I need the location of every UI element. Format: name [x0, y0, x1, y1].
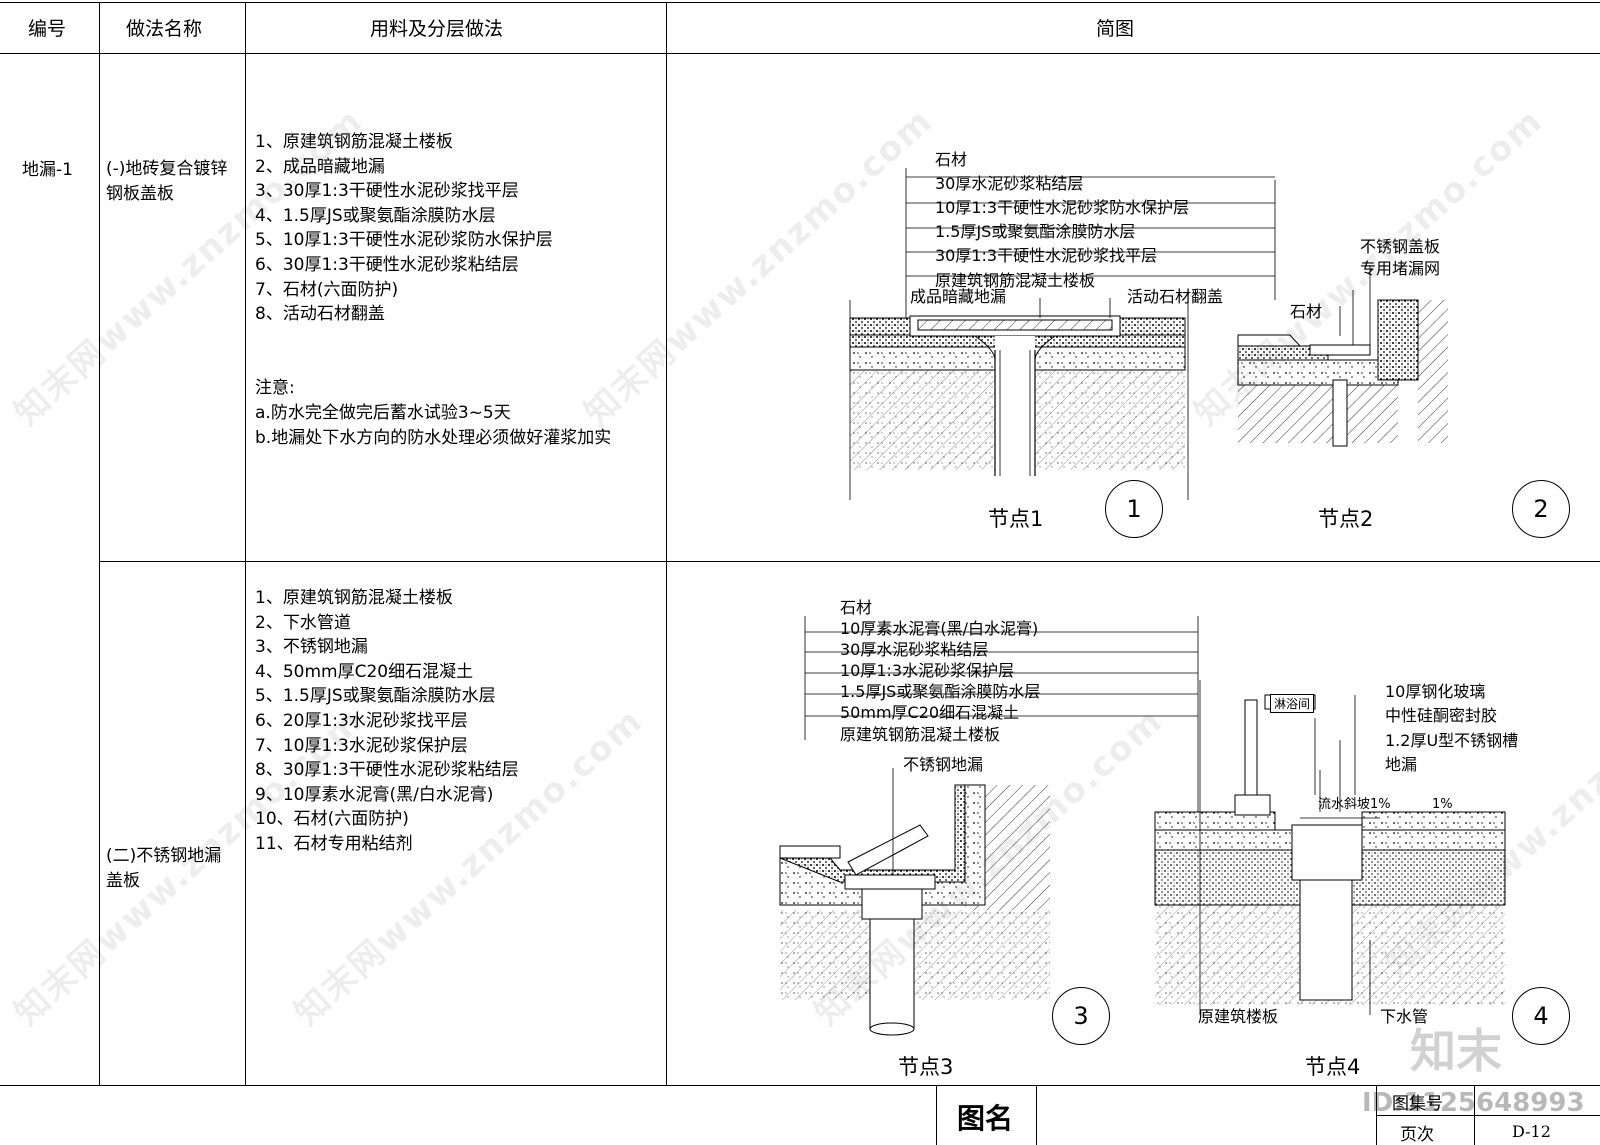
node4-label-drain: 地漏 [1385, 755, 1418, 774]
node1-number: 1 [1105, 480, 1163, 538]
id-stamp: ID:1125648993 [1362, 1088, 1585, 1118]
header-col-code: 编号 [28, 18, 67, 40]
page-label: 页次 [1400, 1125, 1434, 1145]
node4-label-slab: 原建筑楼板 [1198, 1007, 1279, 1026]
col-divider-2 [245, 2, 246, 1085]
node1-label-stone: 石材 [935, 150, 968, 169]
node3-label-bond: 30厚水泥砂浆粘结层 [840, 640, 989, 659]
footer-divider-1 [936, 1085, 937, 1145]
node2-number: 2 [1512, 480, 1570, 538]
layer-item: 8、活动石材翻盖 [255, 304, 385, 325]
node4-label-sealant: 中性硅酮密封胶 [1385, 706, 1498, 725]
node2-label-cover: 不锈钢盖板 [1360, 237, 1441, 256]
row2-layer-list: 1、原建筑钢筋混凝土楼板 2、下水管道 3、不锈钢地漏 4、50mm厚C20细石… [255, 586, 519, 857]
node3-number: 3 [1052, 987, 1110, 1045]
note-a: a.防水完全做完后蓄水试验3~5天 [255, 403, 511, 423]
node1-label-drain: 成品暗藏地漏 [910, 287, 1007, 306]
node4-slope-label: 流水斜坡1% [1318, 797, 1391, 812]
node3-title: 节点3 [898, 1055, 954, 1079]
node3-label-stone: 石材 [840, 598, 873, 617]
drawing-name-label: 图名 [957, 1102, 1014, 1135]
node1-drawing [849, 168, 1276, 500]
layer-item: 8、30厚1:3干硬性水泥砂浆粘结层 [255, 760, 519, 781]
node4-title: 节点4 [1305, 1055, 1361, 1079]
layer-item: 5、1.5厚JS或聚氨酯涂膜防水层 [255, 686, 496, 707]
row1-layer-list: 1、原建筑钢筋混凝土楼板 2、成品暗藏地漏 3、30厚1:3干硬性水泥砂浆找平层… [255, 130, 553, 327]
layer-item: 4、1.5厚JS或聚氨酯涂膜防水层 [255, 205, 496, 226]
node3-label-slab: 原建筑钢筋混凝土楼板 [840, 725, 1001, 744]
layer-item: 9、10厚素水泥膏(黑/白水泥膏) [255, 784, 494, 805]
node2-drawing [1237, 265, 1448, 447]
node4-label-pipe: 下水管 [1380, 1007, 1429, 1026]
row2-name-line2: 盖板 [106, 871, 140, 891]
atlas-number-label: 图集号 [1392, 1094, 1443, 1114]
note-b: b.地漏处下水方向的防水处理必须做好灌浆加实 [255, 428, 612, 448]
layer-item: 2、下水管道 [255, 612, 351, 633]
header-col-diagram: 简图 [1096, 18, 1135, 40]
layer-item: 11、石材专用粘结剂 [255, 833, 413, 854]
node3-label-protect: 10厚1:3水泥砂浆保护层 [840, 661, 1015, 680]
node1-title: 节点1 [988, 507, 1044, 531]
node4-slope-label-2: 1% [1432, 797, 1453, 812]
node1-label-cover: 活动石材翻盖 [1127, 287, 1224, 306]
node2-label-stone: 石材 [1290, 302, 1323, 321]
layer-item: 4、50mm厚C20细石混凝土 [255, 661, 474, 682]
layer-item: 1、原建筑钢筋混凝土楼板 [255, 588, 453, 608]
node2-label-net: 专用堵漏网 [1360, 259, 1441, 278]
node4-label-channel: 1.2厚U型不锈钢槽 [1385, 731, 1519, 750]
layer-item: 1、原建筑钢筋混凝土楼板 [255, 132, 453, 152]
row1-name-line2: 钢板盖板 [106, 184, 174, 204]
page-number: D-12 [1512, 1122, 1551, 1141]
col-divider-3 [666, 2, 667, 1085]
footer-inner-divider [1376, 1115, 1600, 1116]
layer-item: 7、石材(六面防护) [255, 279, 399, 300]
node4-room-tag: 淋浴间 [1270, 694, 1315, 713]
node1-label-waterproof: 1.5厚JS或聚氨酯涂膜防水层 [935, 222, 1136, 241]
footer-divider [0, 1085, 1600, 1086]
row1-name-line1: (-)地砖复合镀锌 [106, 159, 228, 179]
layer-item: 10、石材(六面防护) [255, 809, 409, 830]
header-divider [0, 53, 1600, 54]
col-divider-1 [99, 2, 100, 1085]
node4-drawing [1154, 680, 1506, 1015]
layer-item: 5、10厚1:3干硬性水泥砂浆防水保护层 [255, 230, 553, 251]
header-col-layers: 用料及分层做法 [370, 18, 504, 40]
row-divider [99, 561, 1600, 562]
layer-item: 2、成品暗藏地漏 [255, 156, 385, 177]
table-top-border [0, 2, 1600, 3]
footer-divider-2 [1036, 1085, 1037, 1145]
row2-name-line1: (二)不锈钢地漏 [106, 846, 222, 866]
node4-label-glass: 10厚钢化玻璃 [1385, 682, 1486, 701]
layer-item: 3、不锈钢地漏 [255, 637, 368, 658]
header-col-name: 做法名称 [126, 18, 203, 40]
layer-item: 3、30厚1:3干硬性水泥砂浆找平层 [255, 181, 519, 202]
node3-drawing [779, 616, 1199, 1036]
node4-number: 4 [1512, 987, 1570, 1045]
node1-label-level: 30厚1:3干硬性水泥砂浆找平层 [935, 246, 1158, 265]
node2-title: 节点2 [1318, 507, 1374, 531]
note-title: 注意: [255, 378, 295, 398]
node3-label-concrete: 50mm厚C20细石混凝土 [840, 703, 1020, 722]
node3-label-waterproof: 1.5厚JS或聚氨酯涂膜防水层 [840, 682, 1041, 701]
node1-label-slab: 原建筑钢筋混凝土楼板 [935, 271, 1096, 290]
node3-label-paste: 10厚素水泥膏(黑/白水泥膏) [840, 619, 1039, 638]
layer-item: 7、10厚1:3水泥砂浆保护层 [255, 735, 468, 756]
layer-item: 6、20厚1:3水泥砂浆找平层 [255, 710, 468, 731]
node1-label-protect: 10厚1:3干硬性水泥砂浆防水保护层 [935, 198, 1190, 217]
row-code: 地漏-1 [22, 160, 73, 180]
layer-item: 6、30厚1:3干硬性水泥砂浆粘结层 [255, 254, 519, 275]
node3-label-drain: 不锈钢地漏 [903, 755, 984, 774]
logo-watermark: 知末 [1410, 1024, 1502, 1078]
node1-label-bond: 30厚水泥砂浆粘结层 [935, 174, 1084, 193]
